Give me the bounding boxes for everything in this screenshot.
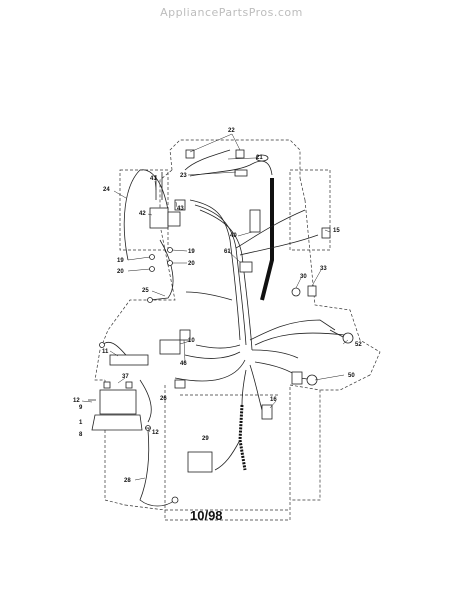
- callout-19-left: 19: [117, 258, 124, 264]
- callout-37: 37: [122, 374, 129, 380]
- callout-24: 24: [103, 187, 110, 193]
- callout-61: 61: [224, 249, 231, 255]
- watermark-text: AppliancePartsPros.com: [160, 6, 303, 19]
- callout-22: 22: [228, 128, 235, 134]
- components: [88, 149, 354, 504]
- date-stamp: 10/98: [190, 508, 223, 523]
- harness-wires: [101, 149, 346, 507]
- leader-lines: [81, 133, 349, 481]
- callout-19-right: 19: [188, 249, 195, 255]
- callout-43: 43: [177, 206, 184, 212]
- callout-50: 50: [348, 373, 355, 379]
- callout-26: 26: [160, 396, 167, 402]
- callout-20-right: 20: [188, 261, 195, 267]
- callout-23: 23: [180, 173, 187, 179]
- callout-20-left: 20: [117, 269, 124, 275]
- callout-33: 33: [320, 266, 327, 272]
- callout-28: 28: [124, 478, 131, 484]
- callout-11: 11: [102, 349, 109, 355]
- tractor-outline-dashed: [94, 139, 381, 521]
- callout-12-left: 12: [73, 398, 80, 404]
- callout-42: 42: [139, 211, 146, 217]
- callout-29: 29: [202, 436, 209, 442]
- callout-25: 25: [142, 288, 149, 294]
- callout-21: 21: [256, 155, 263, 161]
- callout-labels: 22 21 23 24 41 43 42 40 15 19 20 19 20 6…: [73, 128, 362, 484]
- callout-52: 52: [355, 342, 362, 348]
- callout-10: 10: [188, 338, 195, 344]
- callout-41: 41: [150, 176, 157, 182]
- harness-conduit: [238, 178, 274, 471]
- callout-12-right: 12: [152, 430, 159, 436]
- callout-46: 46: [180, 361, 187, 367]
- callout-1: 1: [79, 420, 83, 426]
- callout-16: 16: [270, 397, 277, 403]
- callout-30: 30: [300, 274, 307, 280]
- callout-8: 8: [79, 432, 83, 438]
- callout-9: 9: [79, 405, 83, 411]
- callout-15: 15: [333, 228, 340, 234]
- callout-40: 40: [230, 233, 237, 239]
